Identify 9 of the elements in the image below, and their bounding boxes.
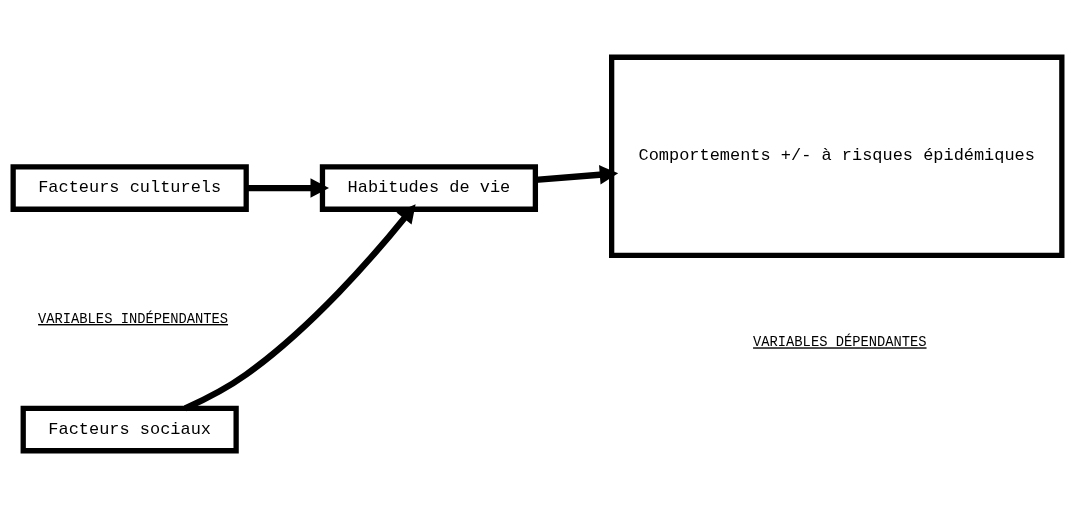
node-box: Facteurs sociaux (20, 405, 239, 454)
label: VARIABLES INDÉPENDANTES (38, 312, 229, 328)
arrow (246, 178, 329, 198)
arrow (183, 204, 416, 412)
arrow (535, 165, 619, 185)
node-box: Habitudes de vie (319, 164, 539, 212)
node-box: Comportements +/- à risques épidémiques (609, 54, 1065, 258)
node-box: Facteurs culturels (10, 164, 249, 212)
label: VARIABLES DÉPENDANTES (753, 335, 927, 351)
